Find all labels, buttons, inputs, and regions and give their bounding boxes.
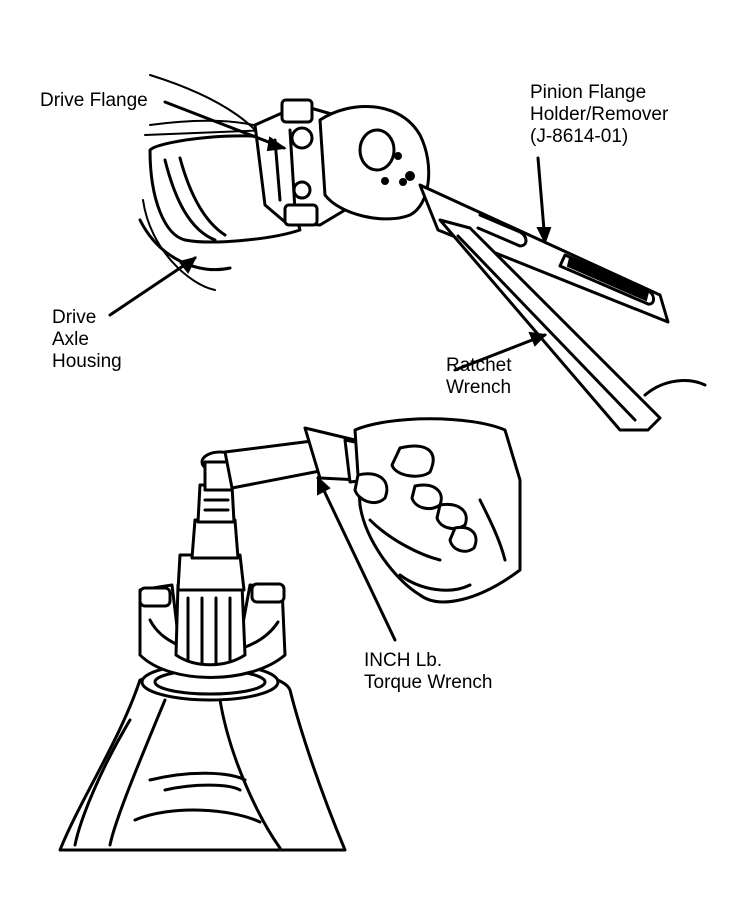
arrow-ratchet <box>528 331 548 347</box>
label-inch-lb-torque-wrench: INCH Lb. Torque Wrench <box>364 650 493 693</box>
label-pinion-flange-holder: Pinion Flange Holder/Remover (J-8614-01) <box>530 82 669 147</box>
arrow-axle-housing <box>178 256 197 274</box>
ratchet-head <box>318 105 431 221</box>
ratchet-handle <box>438 218 662 432</box>
housing-lip <box>144 129 271 136</box>
housing-edge <box>149 119 266 129</box>
bottom-illustration <box>58 417 522 852</box>
pinion-flange-holder-bar <box>418 183 670 324</box>
arrow-holder <box>536 227 552 245</box>
hand <box>353 417 522 604</box>
leader-ratchet <box>453 333 547 372</box>
label-drive-flange: Drive Flange <box>40 90 148 111</box>
arrow-drive-flange <box>266 136 287 152</box>
label-drive-axle-housing: Drive Axle Housing <box>52 307 122 372</box>
leader-lines-top <box>108 100 552 372</box>
housing-curve-left <box>142 199 216 291</box>
leader-drive-flange <box>163 100 286 150</box>
leader-torque-wrench <box>316 476 397 642</box>
torque-wrench <box>200 426 390 492</box>
leader-axle-housing <box>108 256 197 317</box>
differential-housing <box>58 662 347 852</box>
label-ratchet-wrench: Ratchet Wrench <box>446 355 512 398</box>
pinion-shaft <box>174 483 247 667</box>
arrow-torque-wrench <box>317 475 331 496</box>
leader-lines-bottom <box>316 475 397 642</box>
hand-fragment-top <box>643 379 707 397</box>
